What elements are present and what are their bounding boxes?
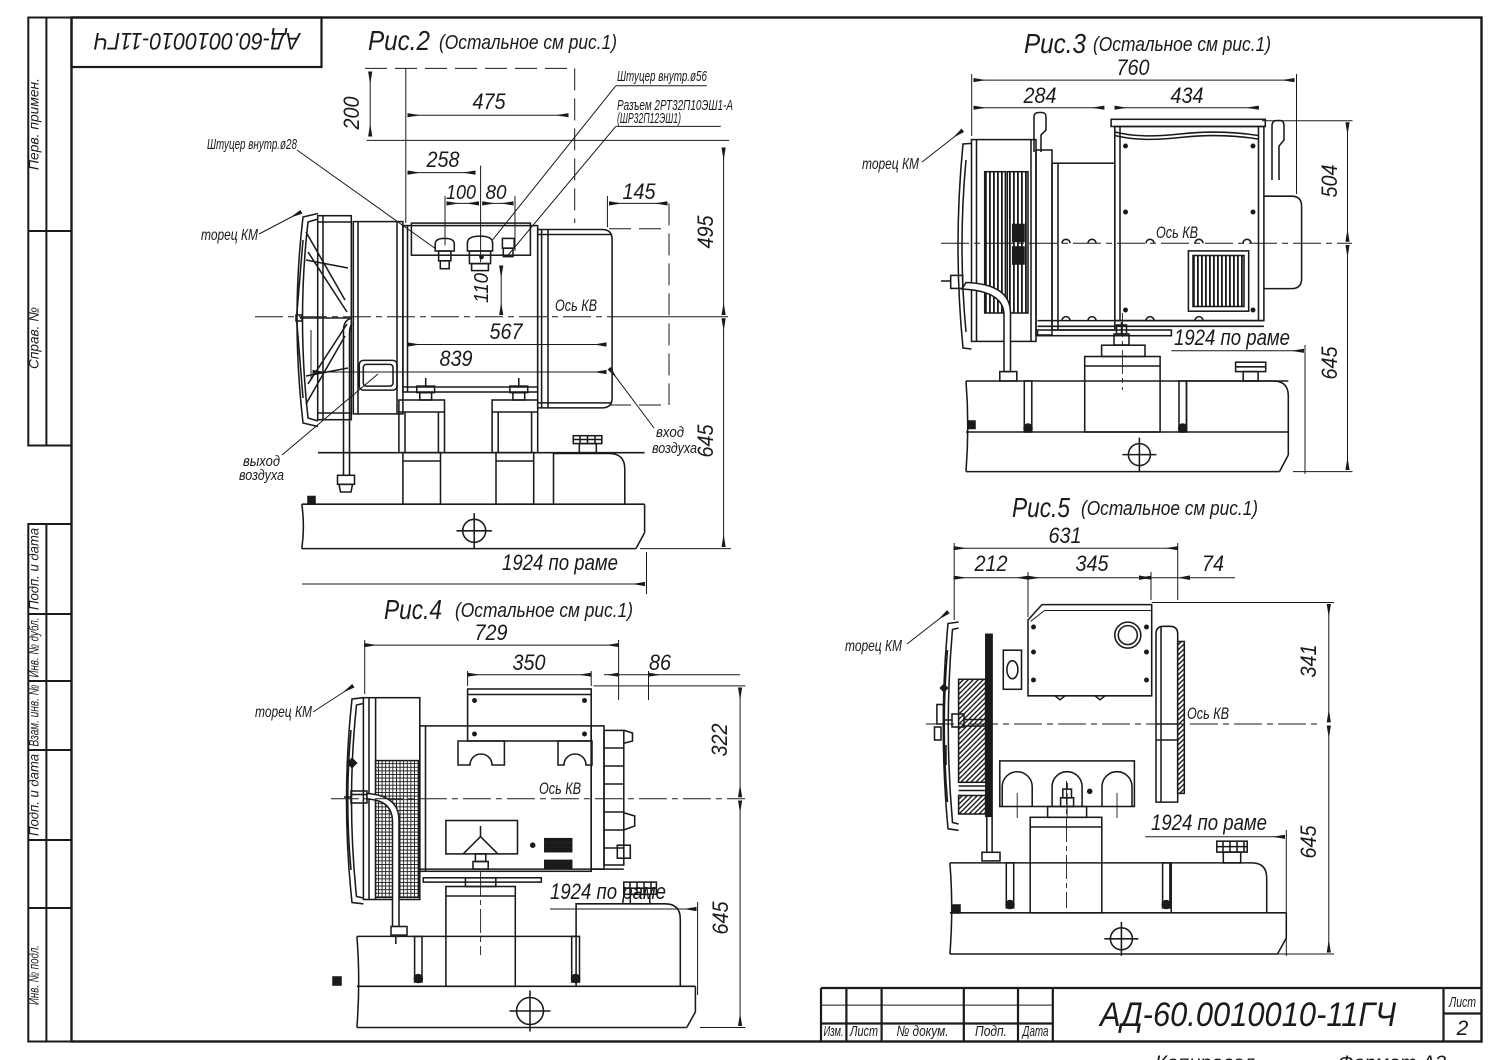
svg-text:(Остальное см рис.1): (Остальное см рис.1) — [1093, 34, 1271, 56]
svg-text:Копировал: Копировал — [1155, 1053, 1255, 1060]
svg-text:Справ. №: Справ. № — [27, 307, 42, 369]
svg-text:Лист: Лист — [849, 1023, 878, 1040]
svg-text:Взам. инв. №: Взам. инв. № — [27, 684, 42, 746]
svg-text:86: 86 — [649, 650, 672, 675]
svg-text:645: 645 — [708, 901, 733, 935]
svg-text:Рис.5: Рис.5 — [1012, 492, 1070, 523]
svg-text:(Остальное см рис.1): (Остальное см рис.1) — [439, 32, 617, 54]
svg-text:145: 145 — [623, 179, 657, 204]
svg-text:1924 по раме: 1924 по раме — [502, 550, 618, 575]
svg-text:торец КМ: торец КМ — [201, 227, 258, 244]
svg-text:645: 645 — [1317, 346, 1342, 380]
svg-text:торец КМ: торец КМ — [845, 638, 902, 655]
svg-text:1924 по раме: 1924 по раме — [1174, 325, 1290, 350]
svg-text:Рис.2: Рис.2 — [368, 25, 430, 56]
svg-text:Перв. примен.: Перв. примен. — [27, 78, 42, 170]
svg-text:Рис.4: Рис.4 — [384, 594, 442, 625]
svg-text:торец КМ: торец КМ — [862, 156, 919, 173]
svg-text:110: 110 — [471, 273, 493, 303]
svg-text:Ось КВ: Ось КВ — [539, 779, 581, 798]
svg-text:284: 284 — [1023, 83, 1057, 108]
svg-text:Лист: Лист — [1448, 994, 1476, 1011]
svg-text:341: 341 — [1296, 645, 1321, 678]
svg-text:воздуха: воздуха — [652, 440, 697, 457]
svg-text:Штуцер внутр.ø56: Штуцер внутр.ø56 — [617, 68, 707, 85]
svg-text:495: 495 — [693, 215, 718, 249]
svg-text:Подп. и дата: Подп. и дата — [27, 528, 42, 610]
svg-text:350: 350 — [513, 650, 547, 675]
svg-text:Дата: Дата — [1021, 1023, 1048, 1040]
svg-text:Разъем 2РТ32П10ЭШ1-А: Разъем 2РТ32П10ЭШ1-А — [617, 97, 733, 114]
svg-text:100: 100 — [446, 182, 476, 204]
svg-text:1924 по раме: 1924 по раме — [550, 879, 666, 904]
svg-text:345: 345 — [1076, 551, 1110, 576]
svg-text:Инв. № подл.: Инв. № подл. — [27, 945, 42, 1005]
svg-text:№ докум.: № докум. — [897, 1023, 949, 1040]
svg-text:Подп. и дата: Подп. и дата — [27, 754, 42, 836]
svg-text:Штуцер внутр.ø28: Штуцер внутр.ø28 — [207, 136, 297, 153]
svg-text:504: 504 — [1317, 165, 1342, 198]
svg-text:Ось КВ: Ось КВ — [1187, 704, 1229, 723]
svg-text:воздуха: воздуха — [239, 467, 284, 484]
svg-text:Формат А3: Формат А3 — [1338, 1053, 1446, 1060]
svg-text:выход: выход — [243, 453, 280, 470]
svg-text:вход: вход — [656, 424, 684, 441]
svg-text:Рис.3: Рис.3 — [1024, 28, 1086, 59]
svg-text:Ось КВ: Ось КВ — [1156, 223, 1198, 242]
svg-text:645: 645 — [1296, 825, 1321, 859]
svg-text:Изм.: Изм. — [824, 1023, 844, 1040]
svg-text:АД-60.0010010-11ГЧ: АД-60.0010010-11ГЧ — [1098, 996, 1396, 1034]
svg-text:(Остальное см рис.1): (Остальное см рис.1) — [1081, 498, 1258, 520]
svg-text:Инв. № дубл.: Инв. № дубл. — [27, 618, 42, 678]
svg-text:2: 2 — [1456, 1017, 1469, 1040]
svg-text:631: 631 — [1049, 523, 1082, 548]
svg-text:Подп.: Подп. — [975, 1023, 1007, 1040]
svg-text:322: 322 — [707, 724, 732, 757]
svg-text:торец КМ: торец КМ — [255, 704, 312, 721]
svg-text:1924 по раме: 1924 по раме — [1151, 810, 1267, 835]
svg-text:200: 200 — [339, 96, 364, 131]
svg-text:760: 760 — [1117, 55, 1151, 80]
svg-text:434: 434 — [1171, 83, 1204, 108]
svg-text:567: 567 — [490, 319, 524, 344]
svg-text:(ШР32П12ЭШ1): (ШР32П12ЭШ1) — [617, 110, 681, 127]
svg-text:Ось КВ: Ось КВ — [555, 296, 597, 315]
svg-text:80: 80 — [486, 182, 507, 204]
svg-text:74: 74 — [1202, 551, 1224, 576]
svg-text:729: 729 — [475, 620, 508, 645]
svg-text:645: 645 — [693, 424, 718, 458]
svg-text:839: 839 — [440, 346, 473, 371]
svg-text:(Остальное см рис.1): (Остальное см рис.1) — [455, 600, 633, 622]
svg-text:475: 475 — [473, 89, 507, 114]
svg-text:258: 258 — [426, 147, 461, 172]
svg-text:212: 212 — [974, 551, 1008, 576]
svg-text:АД-60.0010010-11ГЧ: АД-60.0010010-11ГЧ — [94, 27, 302, 54]
